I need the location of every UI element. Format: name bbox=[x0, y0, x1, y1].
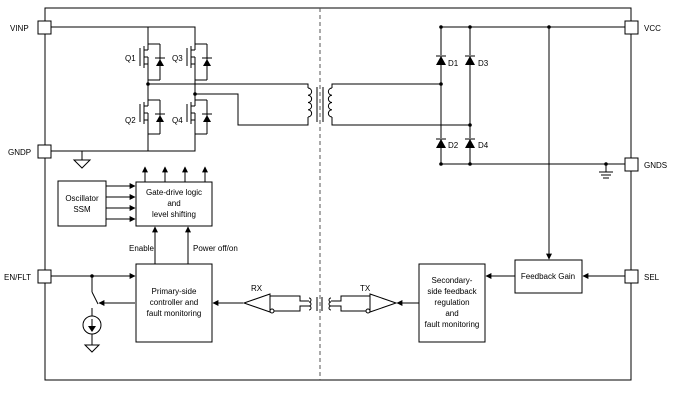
transistor-q3: Q3 bbox=[172, 42, 212, 94]
oscillator-label-1: Oscillator bbox=[65, 194, 99, 203]
secondary-label-4: and bbox=[445, 309, 458, 318]
oscillator-block: Oscillator SSM bbox=[57, 180, 107, 227]
pin-vinp: VINP bbox=[10, 20, 52, 35]
pin-vcc-label: VCC bbox=[644, 24, 661, 33]
rx-buffer: RX bbox=[212, 284, 309, 314]
control-signals: Enable Power off/on bbox=[129, 226, 238, 264]
gate-drive-block: Gate-drive logic and level shifting bbox=[135, 181, 213, 227]
secondary-label-3: regulation bbox=[434, 298, 469, 307]
secondary-feedback-block: Secondary- side feedback regulation and … bbox=[418, 263, 486, 343]
primary-label-1: Primary-side bbox=[152, 287, 197, 296]
signal-transformer bbox=[308, 297, 332, 311]
pin-gnds-label: GNDS bbox=[644, 161, 667, 170]
gate-drive-label-3: level shifting bbox=[152, 210, 196, 219]
transistor-q2-label: Q2 bbox=[125, 116, 136, 125]
pin-en-flt: EN/FLT bbox=[4, 269, 52, 284]
secondary-label-2: side feedback bbox=[427, 287, 477, 296]
power-transformer bbox=[148, 83, 470, 126]
en-flt-circuit bbox=[51, 273, 136, 353]
ic-boundary bbox=[44, 7, 632, 381]
transistor-q3-label: Q3 bbox=[172, 54, 183, 63]
diode-d3: D3 bbox=[465, 55, 489, 68]
diode-d2-label: D2 bbox=[448, 141, 459, 150]
primary-rails bbox=[51, 26, 196, 169]
pin-sel: SEL bbox=[624, 269, 660, 284]
transistor-q1-label: Q1 bbox=[125, 54, 136, 63]
pin-en-flt-label: EN/FLT bbox=[4, 273, 31, 282]
pin-gnds: GNDS bbox=[624, 157, 667, 172]
gate-drive-label-2: and bbox=[167, 199, 180, 208]
pin-sel-label: SEL bbox=[644, 273, 660, 282]
diode-d1: D1 bbox=[436, 55, 459, 68]
rectifier-bridge bbox=[439, 25, 625, 179]
feedback-connections bbox=[485, 27, 625, 279]
diode-d1-label: D1 bbox=[448, 59, 459, 68]
pin-gndp: GNDP bbox=[8, 144, 52, 159]
diode-d4-label: D4 bbox=[478, 141, 489, 150]
secondary-label-5: fault monitoring bbox=[425, 320, 480, 329]
primary-label-2: controller and bbox=[150, 298, 198, 307]
transistor-q2: Q2 bbox=[125, 84, 165, 136]
gate-drive-label-1: Gate-drive logic bbox=[146, 188, 202, 197]
feedback-gain-label: Feedback Gain bbox=[521, 272, 575, 281]
secondary-label-1: Secondary- bbox=[432, 276, 473, 285]
gate-drive-outputs bbox=[142, 166, 208, 182]
diode-d3-label: D3 bbox=[478, 59, 489, 68]
primary-controller-block: Primary-side controller and fault monito… bbox=[135, 263, 213, 343]
primary-label-3: fault monitoring bbox=[147, 309, 202, 318]
tx-buffer: TX bbox=[331, 284, 419, 314]
pin-vcc: VCC bbox=[624, 20, 661, 35]
diode-d2: D2 bbox=[436, 138, 459, 150]
transistor-q4: Q4 bbox=[172, 94, 212, 136]
pin-vinp-label: VINP bbox=[10, 24, 29, 33]
oscillator-label-2: SSM bbox=[73, 205, 91, 214]
transistor-q1: Q1 bbox=[125, 42, 165, 84]
enable-label: Enable bbox=[129, 244, 154, 253]
diode-d4: D4 bbox=[465, 138, 489, 150]
tx-label: TX bbox=[360, 284, 371, 293]
transistor-q4-label: Q4 bbox=[172, 116, 183, 125]
power-label: Power off/on bbox=[193, 244, 238, 253]
feedback-gain-block: Feedback Gain bbox=[514, 259, 583, 294]
pin-gndp-label: GNDP bbox=[8, 148, 31, 157]
rx-label: RX bbox=[251, 284, 263, 293]
oscillator-to-gate-arrows bbox=[106, 183, 136, 222]
